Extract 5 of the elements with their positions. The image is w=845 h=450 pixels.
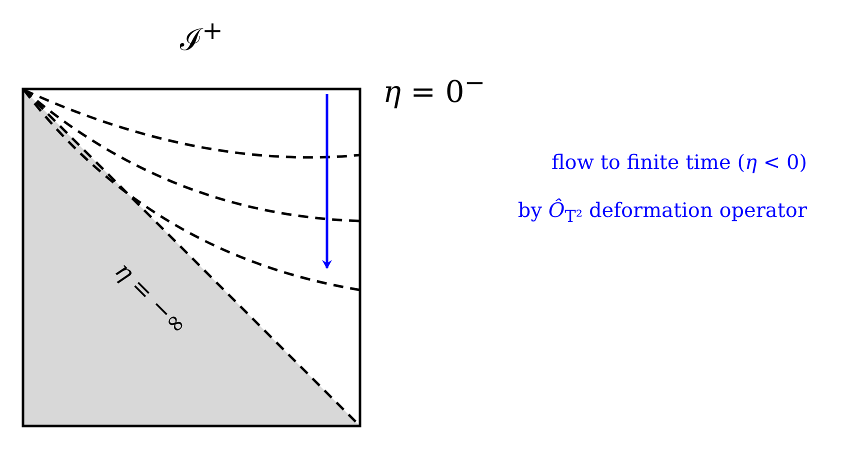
boundary-label: ℐ$^{+}$ xyxy=(180,18,223,56)
annotation-text: by Ô$_{T²}$ deformation operator xyxy=(518,200,807,226)
boundary-label: η = −∞ xyxy=(111,258,192,338)
boundary-label: η = 0$^{−}$ xyxy=(383,70,486,108)
annotation-text: flow to finite time (η < 0) xyxy=(551,152,807,172)
